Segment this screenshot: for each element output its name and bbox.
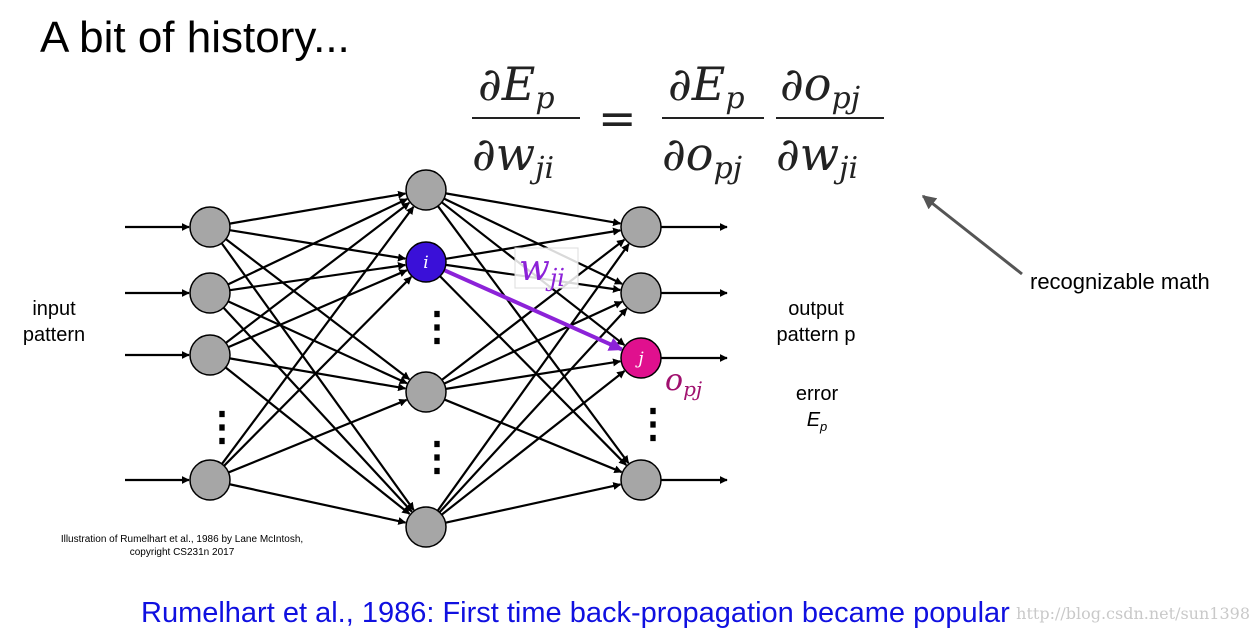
error-label-line2: Ep <box>772 407 862 440</box>
chain-rule-equation: ∂Ep ∂wji = ∂Ep ∂opj ∂opj ∂wji <box>472 57 884 186</box>
slide-caption: Rumelhart et al., 1986: First time back-… <box>141 597 1010 629</box>
slide-title: A bit of history... <box>40 13 350 62</box>
output-value-label: o <box>665 363 683 398</box>
svg-text:∂wji: ∂wji <box>472 127 554 186</box>
error-label: error Ep <box>772 381 862 440</box>
input-node-3 <box>189 459 231 501</box>
edge-h0-o3 <box>437 205 630 464</box>
output-value-sub: pj <box>683 377 702 401</box>
edge-h1-o3 <box>439 275 628 466</box>
edge-in3-h1 <box>223 276 413 467</box>
edge-in0-h0 <box>229 190 407 225</box>
edge-h3-o1 <box>438 307 628 514</box>
r1-den: ∂o <box>662 127 713 181</box>
output-node-j <box>620 337 662 379</box>
input-ellipsis: ⋮ <box>202 403 242 450</box>
rhs-fraction-1: ∂Ep ∂opj <box>662 57 764 186</box>
credit-line1: Illustration of Rumelhart et al., 1986 b… <box>60 534 304 545</box>
r1-den-sub: pj <box>713 151 742 186</box>
lhs-den: ∂w <box>472 127 535 181</box>
watermark: http://blog.csdn.net/sun1398 <box>1016 604 1250 623</box>
recognizable-math-note: recognizable math <box>1030 269 1210 294</box>
hidden-node-2 <box>405 371 447 413</box>
edge-in3-h0 <box>221 206 415 465</box>
edge-in2-h0 <box>225 201 410 344</box>
r2-num-sub: pj <box>831 81 860 116</box>
hidden-ellipsis-lower: ⋮ <box>417 433 457 480</box>
edge-in3-h2 <box>228 398 408 474</box>
edge-h1-o0 <box>445 227 622 260</box>
equals-sign: = <box>598 91 637 145</box>
edge-in1-h1 <box>229 262 407 292</box>
svg-text:opj: opj <box>665 363 702 401</box>
network-edges <box>125 190 728 525</box>
edge-in2-h1 <box>227 269 408 349</box>
svg-text:wji: wji <box>519 248 565 292</box>
edge-in3-h3 <box>229 483 407 525</box>
input-node-1 <box>189 272 231 314</box>
edge-h2-o1 <box>443 300 623 385</box>
input-node-2 <box>189 334 231 376</box>
hidden-node-i <box>405 241 447 283</box>
edge-in0-h3 <box>220 242 415 511</box>
output-node-3 <box>620 459 662 501</box>
edge-in0-h1 <box>229 229 407 262</box>
output-node-j-label: j <box>634 349 644 369</box>
output-node-0 <box>620 206 662 248</box>
edge-in2-h3 <box>224 366 411 515</box>
weight-label-box <box>514 247 579 289</box>
rhs-fraction-2: ∂opj ∂wji <box>776 57 884 186</box>
edge-in1-h2 <box>227 300 408 385</box>
hidden-node-0 <box>405 169 447 211</box>
edge-h0-o1 <box>443 197 623 285</box>
edge-h3-o2 <box>441 370 626 516</box>
output-node-1 <box>620 272 662 314</box>
network-nodes: ij <box>189 169 662 548</box>
error-symbol-sub: p <box>820 419 828 434</box>
input-node-0 <box>189 206 231 248</box>
credit-line2: copyright CS231n 2017 <box>129 547 235 558</box>
input-label-line2: pattern <box>22 324 86 346</box>
edge-h2-o2 <box>445 358 622 390</box>
lhs-num-sub: p <box>535 81 554 116</box>
svg-text:∂opj: ∂opj <box>780 57 860 116</box>
input-label-line1: input <box>32 298 76 320</box>
illustration-credit: Illustration of Rumelhart et al., 1986 b… <box>40 533 324 559</box>
output-label-line1: output <box>788 298 844 320</box>
output-pattern-label: output pattern p <box>766 296 866 348</box>
edge-h0-o0 <box>445 192 622 227</box>
edge-in1-h3 <box>222 306 413 513</box>
r1-num-sub: p <box>725 81 744 116</box>
edge-h2-o3 <box>444 398 623 474</box>
error-label-line1: error <box>795 383 839 405</box>
svg-text:∂Ep: ∂Ep <box>478 57 555 116</box>
svg-text:∂opj: ∂opj <box>662 127 742 186</box>
input-pattern-label: input pattern <box>8 296 100 348</box>
lhs-fraction: ∂Ep ∂wji <box>472 57 580 186</box>
weight-arrow <box>443 268 624 352</box>
weight-label: w <box>519 248 550 289</box>
r1-num: ∂E <box>668 57 725 111</box>
edge-in2-h2 <box>229 357 407 392</box>
hidden-ellipsis-upper: ⋮ <box>417 303 457 350</box>
svg-text:∂wji: ∂wji <box>776 127 858 186</box>
edge-in1-h0 <box>227 198 408 286</box>
output-ellipsis: ⋮ <box>633 400 673 447</box>
edge-h3-o0 <box>436 243 630 512</box>
lhs-num: ∂E <box>478 57 535 111</box>
r2-num: ∂o <box>780 57 831 111</box>
r2-den: ∂w <box>776 127 839 181</box>
weight-label-sub: ji <box>545 264 565 292</box>
annotation-arrow <box>921 194 1023 276</box>
hidden-node-3 <box>405 506 447 548</box>
error-symbol: E <box>806 409 821 431</box>
edge-h3-o3 <box>445 482 622 524</box>
hidden-node-i-label: i <box>423 253 428 273</box>
svg-text:∂Ep: ∂Ep <box>668 57 745 116</box>
output-label-line2: pattern p <box>776 324 856 346</box>
